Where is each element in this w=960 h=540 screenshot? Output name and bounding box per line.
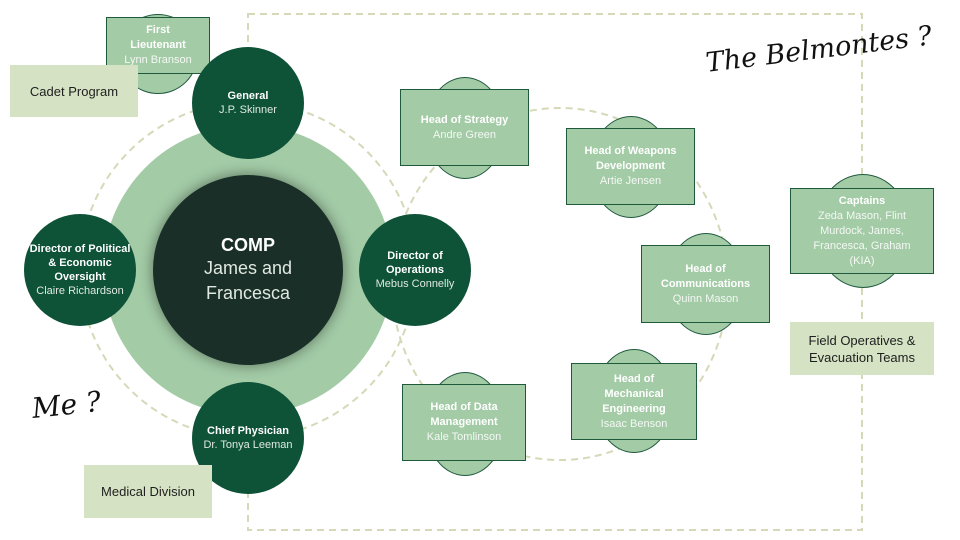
- director-political-name: Claire Richardson: [36, 285, 124, 297]
- head-mechanical-name: Isaac Benson: [600, 417, 668, 430]
- head-data-title: Head of Data Management: [430, 401, 498, 428]
- comp-title: COMP: [221, 234, 275, 255]
- head-data-name: Kale Tomlinson: [426, 431, 502, 443]
- general-circle: General J.P. Skinner: [192, 47, 304, 159]
- comp-core-circle: COMP James and Francesca: [153, 175, 343, 365]
- general-name: J.P. Skinner: [219, 104, 277, 116]
- director-operations-circle: Director of Operations Mebus Connelly: [359, 214, 471, 326]
- chief-physician-name: Dr. Tonya Leeman: [203, 439, 293, 451]
- chief-physician-title: Chief Physician: [207, 425, 289, 437]
- captains-box: Captains Zeda Mason, Flint Murdock, Jame…: [790, 188, 934, 274]
- medical-division-label: Medical Division: [84, 465, 212, 518]
- head-weapons-box: Head of Weapons Development Artie Jensen: [566, 128, 695, 205]
- cadet-program-label: Cadet Program: [10, 65, 138, 117]
- comp-names: James and Francesca: [203, 257, 293, 303]
- belmontes-dashed-frame: [247, 13, 863, 531]
- captains-title: Captains: [838, 194, 886, 207]
- head-communications-title: Head of Communications: [660, 262, 751, 290]
- head-mechanical-title: Head of Mechanical Engineering: [602, 372, 666, 415]
- first-lieutenant-box: First Lieutenant Lynn Branson: [106, 17, 210, 74]
- director-operations-title: Director of Operations: [385, 250, 445, 276]
- head-mechanical-box: Head of Mechanical Engineering Isaac Ben…: [571, 363, 697, 440]
- head-data-box: Head of Data Management Kale Tomlinson: [402, 384, 526, 461]
- captains-names: Zeda Mason, Flint Murdock, James, France…: [813, 209, 911, 267]
- general-title: General: [227, 90, 269, 102]
- field-operatives-text: Field Operatives & Evacuation Teams: [808, 332, 916, 365]
- director-political-title: Director of Political & Economic Oversig…: [29, 243, 131, 283]
- director-operations-name: Mebus Connelly: [375, 278, 455, 290]
- field-operatives-label: Field Operatives & Evacuation Teams: [790, 322, 934, 375]
- director-political-circle: Director of Political & Economic Oversig…: [24, 214, 136, 326]
- head-weapons-name: Artie Jensen: [599, 175, 662, 187]
- head-weapons-title: Head of Weapons Development: [584, 145, 677, 172]
- head-strategy-title: Head of Strategy: [420, 113, 509, 126]
- head-strategy-name: Andre Green: [433, 128, 496, 141]
- head-strategy-box: Head of Strategy Andre Green: [400, 89, 529, 166]
- head-communications-box: Head of Communications Quinn Mason: [641, 245, 770, 323]
- first-lieutenant-name: Lynn Branson: [124, 54, 192, 66]
- head-communications-name: Quinn Mason: [672, 292, 739, 305]
- first-lieutenant-title: First Lieutenant: [130, 24, 186, 51]
